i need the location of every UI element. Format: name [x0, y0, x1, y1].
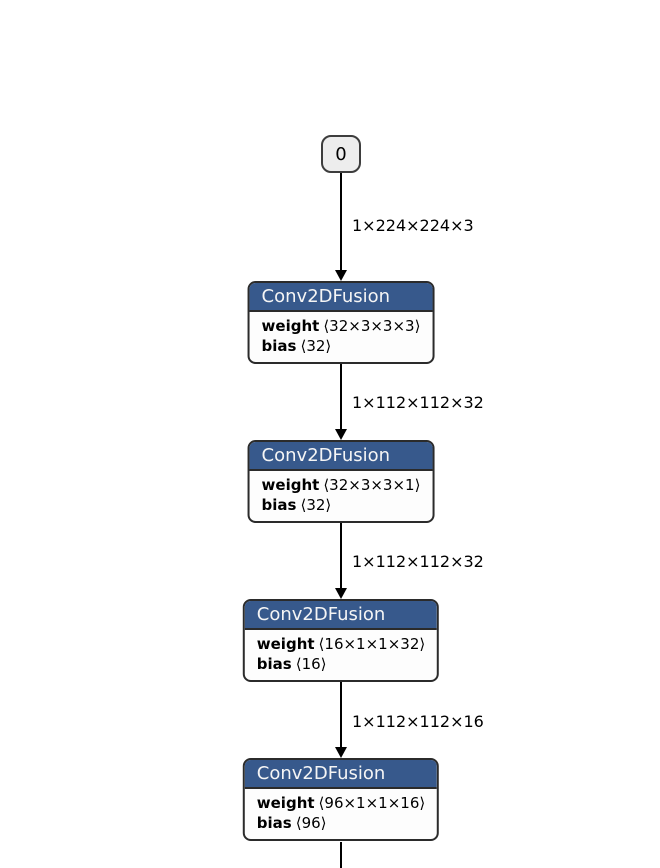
node-attributes: weight⟨32×3×3×1⟩ bias⟨32⟩ — [250, 471, 433, 521]
edge-line — [340, 842, 342, 868]
node-attributes: weight⟨96×1×1×16⟩ bias⟨96⟩ — [245, 789, 437, 839]
arrowhead-icon — [335, 429, 347, 440]
edge-line — [340, 523, 342, 589]
attribute-row: weight⟨32×3×3×1⟩ — [262, 475, 421, 495]
attribute-name: bias — [256, 655, 292, 673]
arrowhead-icon — [335, 270, 347, 281]
attribute-row: bias⟨16⟩ — [257, 654, 425, 674]
edge-tensor-label: 1×112×112×16 — [352, 712, 484, 731]
arrowhead-icon — [335, 747, 347, 758]
attribute-value: ⟨16×1×1×32⟩ — [318, 635, 426, 653]
attribute-name: bias — [256, 814, 292, 832]
attribute-name: bias — [261, 337, 297, 355]
attribute-name: weight — [261, 317, 320, 335]
input-node-label: 0 — [335, 143, 347, 165]
conv2dfusion-node-2[interactable]: Conv2DFusion weight⟨32×3×3×1⟩ bias⟨32⟩ — [247, 440, 435, 523]
attribute-value: ⟨32⟩ — [300, 337, 332, 355]
attribute-name: weight — [256, 794, 315, 812]
node-attributes: weight⟨16×1×1×32⟩ bias⟨16⟩ — [245, 630, 437, 680]
node-title[interactable]: Conv2DFusion — [249, 283, 433, 312]
attribute-row: bias⟨32⟩ — [262, 336, 421, 356]
attribute-row: weight⟨96×1×1×16⟩ — [257, 793, 425, 813]
edge-tensor-label: 1×224×224×3 — [352, 216, 474, 235]
attribute-value: ⟨32×3×3×1⟩ — [323, 476, 421, 494]
attribute-value: ⟨32×3×3×3⟩ — [323, 317, 421, 335]
node-title[interactable]: Conv2DFusion — [244, 760, 438, 789]
attribute-row: weight⟨16×1×1×32⟩ — [257, 634, 425, 654]
edge-line — [340, 682, 342, 748]
edge-line — [340, 173, 342, 271]
arrowhead-icon — [335, 588, 347, 599]
attribute-value: ⟨96×1×1×16⟩ — [318, 794, 426, 812]
attribute-name: weight — [261, 476, 320, 494]
node-title[interactable]: Conv2DFusion — [244, 601, 438, 630]
attribute-value: ⟨16⟩ — [295, 655, 327, 673]
attribute-value: ⟨96⟩ — [295, 814, 327, 832]
node-title[interactable]: Conv2DFusion — [249, 442, 433, 471]
node-attributes: weight⟨32×3×3×3⟩ bias⟨32⟩ — [250, 312, 433, 362]
conv2dfusion-node-3[interactable]: Conv2DFusion weight⟨16×1×1×32⟩ bias⟨16⟩ — [242, 599, 440, 682]
conv2dfusion-node-1[interactable]: Conv2DFusion weight⟨32×3×3×3⟩ bias⟨32⟩ — [247, 281, 435, 364]
attribute-name: bias — [261, 496, 297, 514]
attribute-value: ⟨32⟩ — [300, 496, 332, 514]
edge-line — [340, 364, 342, 430]
attribute-name: weight — [256, 635, 315, 653]
attribute-row: bias⟨96⟩ — [257, 813, 425, 833]
conv2dfusion-node-4[interactable]: Conv2DFusion weight⟨96×1×1×16⟩ bias⟨96⟩ — [242, 758, 440, 841]
edge-tensor-label: 1×112×112×32 — [352, 552, 484, 571]
edge-tensor-label: 1×112×112×32 — [352, 393, 484, 412]
graph-input-node[interactable]: 0 — [321, 135, 361, 173]
attribute-row: bias⟨32⟩ — [262, 495, 421, 515]
attribute-row: weight⟨32×3×3×3⟩ — [262, 316, 421, 336]
